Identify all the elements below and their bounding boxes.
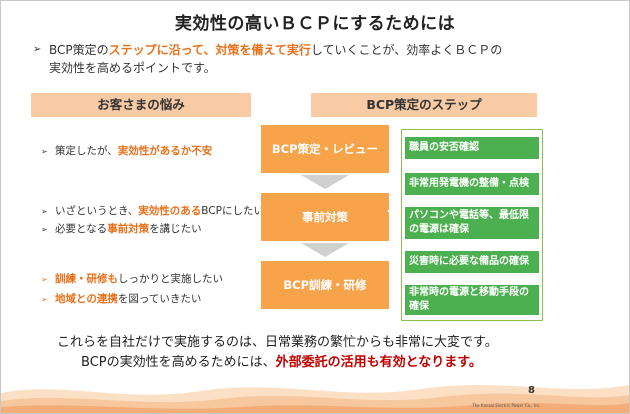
measure-item: 非常用発電機の整備・点検 xyxy=(405,173,539,195)
concern-item: ➢地域との連携を図っていきたい xyxy=(41,293,202,305)
down-arrow-icon xyxy=(301,175,349,189)
header-bcp-steps: BCP策定のステップ xyxy=(311,93,537,117)
concern-item: ➢必要となる事前対策を講じたい xyxy=(41,223,202,235)
triangle-bullet-icon: ➢ xyxy=(33,44,42,55)
intro-text-line2: 実効性を高めるポイントです。 xyxy=(49,61,216,75)
header-customer-concerns: お客さまの悩み xyxy=(31,93,251,117)
closing-line-2: BCPの実効性を高めるためには、外部委託の活用も有効となります。 xyxy=(81,355,482,370)
triangle-bullet-icon: ➢ xyxy=(41,207,48,216)
triangle-bullet-icon: ➢ xyxy=(41,147,48,156)
step-box-bcp-review: BCP策定・レビュー xyxy=(261,125,389,173)
measure-item: 非常時の電源と移動手段の確保 xyxy=(405,285,539,315)
measure-item: 災害時に必要な備品の確保 xyxy=(405,251,539,273)
intro-text-part: BCP策定の xyxy=(49,43,109,57)
closing-highlight: 外部委託の活用も有効となります。 xyxy=(275,355,482,370)
concern-item: ➢策定したが、実効性があるか不安 xyxy=(41,145,213,157)
footer-copyright: The Kansai Electric Power Co., Inc. xyxy=(472,403,541,408)
concern-item: ➢訓練・研修もしっかりと実施したい xyxy=(41,273,223,285)
concern-item: ➢いざというとき、実効性のあるBCPにしたい xyxy=(41,205,264,217)
intro-highlight: ステップに沿って、対策を備えて実行 xyxy=(108,43,311,57)
triangle-bullet-icon: ➢ xyxy=(41,295,48,304)
closing-line-1: これらを自社だけで実施するのは、日常業務の繁忙からも非常に大変です。 xyxy=(57,335,498,350)
triangle-bullet-icon: ➢ xyxy=(41,275,48,284)
down-arrow-icon xyxy=(301,243,349,257)
step-box-advance-measures: 事前対策 xyxy=(261,193,389,241)
slide-title: 実効性の高いＢＣＰにするためには xyxy=(174,14,456,34)
intro-text-part: していくことが、効率よくＢＣＰの xyxy=(310,43,503,57)
step-box-bcp-training: BCP訓練・研修 xyxy=(261,261,389,309)
triangle-bullet-icon: ➢ xyxy=(41,225,48,234)
callout-pointer xyxy=(387,201,401,221)
page-number: 8 xyxy=(528,385,535,396)
decorative-waves xyxy=(1,385,629,413)
intro-text: ➢ BCP策定のステップに沿って、対策を備えて実行していくことが、効率よくＢＣＰ… xyxy=(33,41,503,77)
measure-item: 職員の安否確認 xyxy=(405,137,539,159)
measure-item: パソコンや電話等、最低限の電源は確保 xyxy=(405,207,539,239)
